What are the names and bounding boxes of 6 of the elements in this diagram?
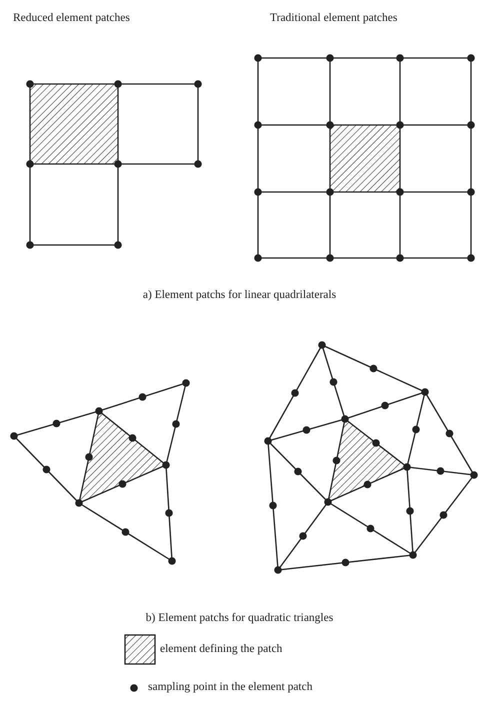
legend-label: sampling point in the element patch bbox=[148, 680, 312, 694]
figure-caption: b) Element patchs for quadratic triangles bbox=[144, 611, 334, 625]
legend-label: element defining the patch bbox=[160, 642, 282, 656]
panel-heading: Reduced element patches bbox=[13, 11, 130, 25]
figure-caption: a) Element patchs for linear quadrilaterals bbox=[142, 288, 338, 302]
panel-heading: Traditional element patches bbox=[270, 11, 398, 25]
